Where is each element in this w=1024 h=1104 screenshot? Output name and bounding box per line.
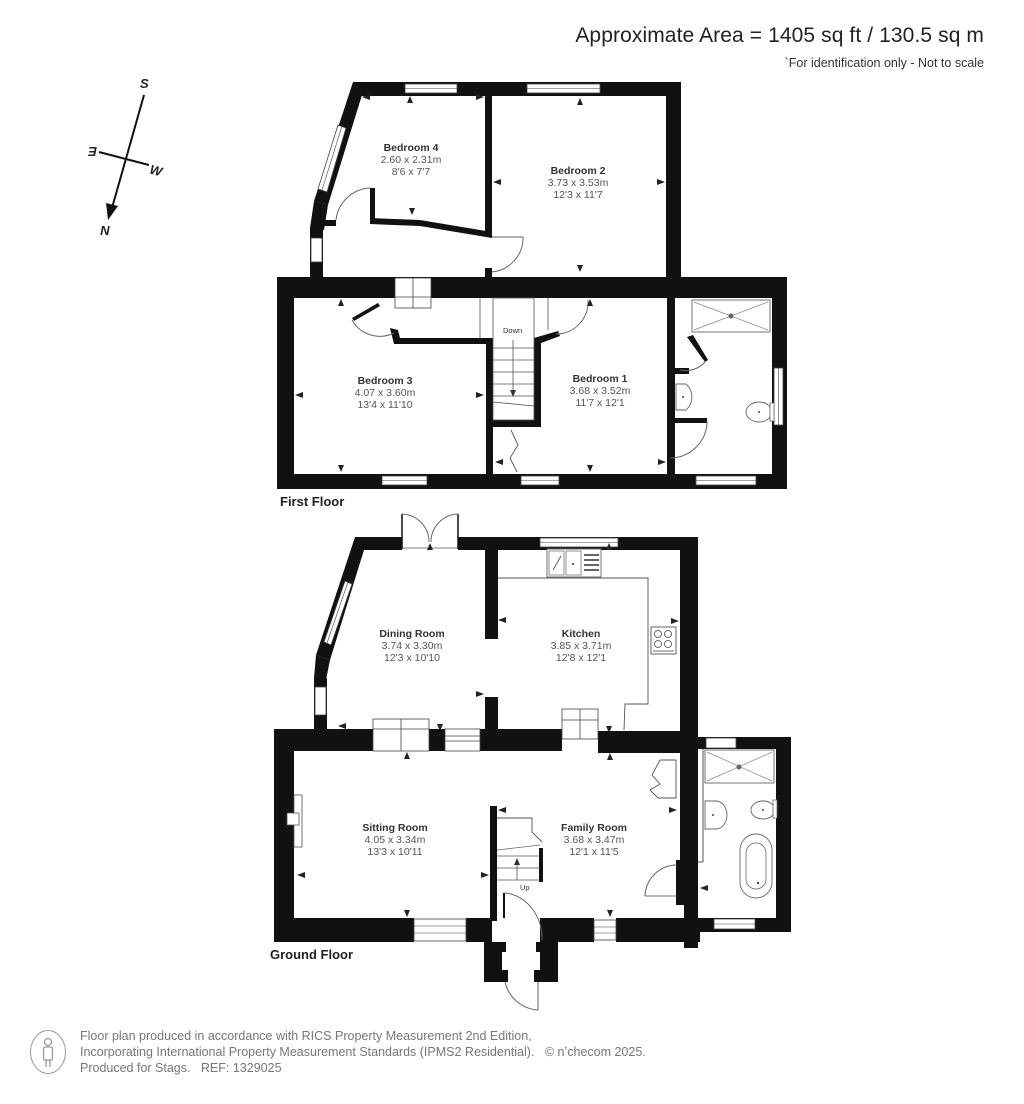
svg-text:13'3 x 10'11: 13'3 x 10'11 xyxy=(367,846,422,858)
header: Approximate Area = 1405 sq ft / 130.5 sq… xyxy=(575,24,984,70)
first-floor-label: First Floor xyxy=(280,494,344,509)
toilet-first-floor xyxy=(745,401,775,423)
stairs-first-floor xyxy=(479,297,549,421)
kitchen-hob xyxy=(650,626,677,655)
north-arrow-icon xyxy=(106,203,118,220)
ground-floor-label: Ground Floor xyxy=(270,947,353,962)
footer: Floor plan produced in accordance with R… xyxy=(30,1028,646,1076)
compass-rose: S N E W xyxy=(88,76,166,238)
room-dining-room: Dining Room 3.74 x 3.30m 12'3 x 10'10 xyxy=(379,628,444,664)
svg-text:2.60 x 2.31m: 2.60 x 2.31m xyxy=(381,154,442,166)
shower-tray-ground-floor xyxy=(704,749,775,784)
svg-text:Sitting Room: Sitting Room xyxy=(362,822,427,834)
bathtub xyxy=(739,833,773,899)
stairs-down-label: Down xyxy=(503,326,522,335)
stairs-up-label: Up xyxy=(520,883,530,892)
room-bedroom-2: Bedroom 2 3.73 x 3.53m 12'3 x 11'7 xyxy=(548,165,609,201)
svg-text:Dining Room: Dining Room xyxy=(379,628,444,640)
identification-note: `For identification only - Not to scale xyxy=(784,56,984,70)
compass-west: W xyxy=(148,162,165,180)
basin-first-floor xyxy=(675,383,693,411)
svg-text:3.68 x 3.47m: 3.68 x 3.47m xyxy=(564,834,625,846)
reference-number: REF: 1329025 xyxy=(200,1061,282,1075)
svg-text:3.68 x 3.52m: 3.68 x 3.52m xyxy=(570,385,631,397)
footer-line-2: Incorporating International Property Mea… xyxy=(80,1045,535,1059)
room-bedroom-1: Bedroom 1 3.68 x 3.52m 11'7 x 12'1 xyxy=(570,373,631,409)
compass-north: N xyxy=(100,223,110,238)
svg-text:11'7 x 12'1: 11'7 x 12'1 xyxy=(575,397,625,409)
stairs-ground-floor xyxy=(496,844,541,881)
svg-text:Family Room: Family Room xyxy=(561,822,627,834)
svg-text:13'4 x 11'10: 13'4 x 11'10 xyxy=(357,399,412,411)
svg-text:8'6 x 7'7: 8'6 x 7'7 xyxy=(392,166,431,178)
produced-for: Produced for Stags. xyxy=(80,1061,191,1075)
footer-line-1: Floor plan produced in accordance with R… xyxy=(80,1029,532,1043)
first-floor-plan: Down xyxy=(277,82,787,509)
svg-text:Kitchen: Kitchen xyxy=(562,628,601,640)
person-scale-icon xyxy=(30,1030,66,1074)
svg-text:12'1 x 11'5: 12'1 x 11'5 xyxy=(569,846,619,858)
approximate-area-title: Approximate Area = 1405 sq ft / 130.5 sq… xyxy=(575,24,984,47)
svg-text:3.85 x 3.71m: 3.85 x 3.71m xyxy=(551,640,612,652)
svg-text:Bedroom 1: Bedroom 1 xyxy=(573,373,628,385)
room-kitchen: Kitchen 3.85 x 3.71m 12'8 x 12'1 xyxy=(551,628,612,664)
svg-text:12'8 x 12'1: 12'8 x 12'1 xyxy=(556,652,606,664)
svg-text:Bedroom 4: Bedroom 4 xyxy=(384,142,439,154)
room-family-room: Family Room 3.68 x 3.47m 12'1 x 11'5 xyxy=(561,822,627,858)
compass-east: E xyxy=(88,144,97,159)
basin-ground-floor xyxy=(704,800,728,830)
compass-south: S xyxy=(140,76,149,91)
entrance-porch xyxy=(484,892,558,1011)
room-sitting-room: Sitting Room 4.05 x 3.34m 13'3 x 10'11 xyxy=(362,822,427,858)
ground-floor-plan: Up xyxy=(270,513,791,1011)
svg-text:12'3 x 10'10: 12'3 x 10'10 xyxy=(384,652,440,664)
svg-text:4.05 x 3.34m: 4.05 x 3.34m xyxy=(365,834,426,846)
svg-text:Bedroom 2: Bedroom 2 xyxy=(551,165,606,177)
svg-text:12'3 x 11'7: 12'3 x 11'7 xyxy=(553,189,603,201)
svg-text:Bedroom 3: Bedroom 3 xyxy=(358,375,413,387)
copyright: © nʼchecom 2025. xyxy=(544,1045,646,1059)
svg-text:3.73 x 3.53m: 3.73 x 3.53m xyxy=(548,177,609,189)
shower-tray-first-floor xyxy=(691,299,771,333)
room-bedroom-4: Bedroom 4 2.60 x 2.31m 8'6 x 7'7 xyxy=(381,142,442,178)
kitchen-sink xyxy=(546,548,602,578)
svg-text:4.07 x 3.60m: 4.07 x 3.60m xyxy=(355,387,416,399)
toilet-ground-floor xyxy=(750,799,778,820)
svg-text:3.74 x 3.30m: 3.74 x 3.30m xyxy=(382,640,443,652)
room-bedroom-3: Bedroom 3 4.07 x 3.60m 13'4 x 11'10 xyxy=(355,375,416,411)
